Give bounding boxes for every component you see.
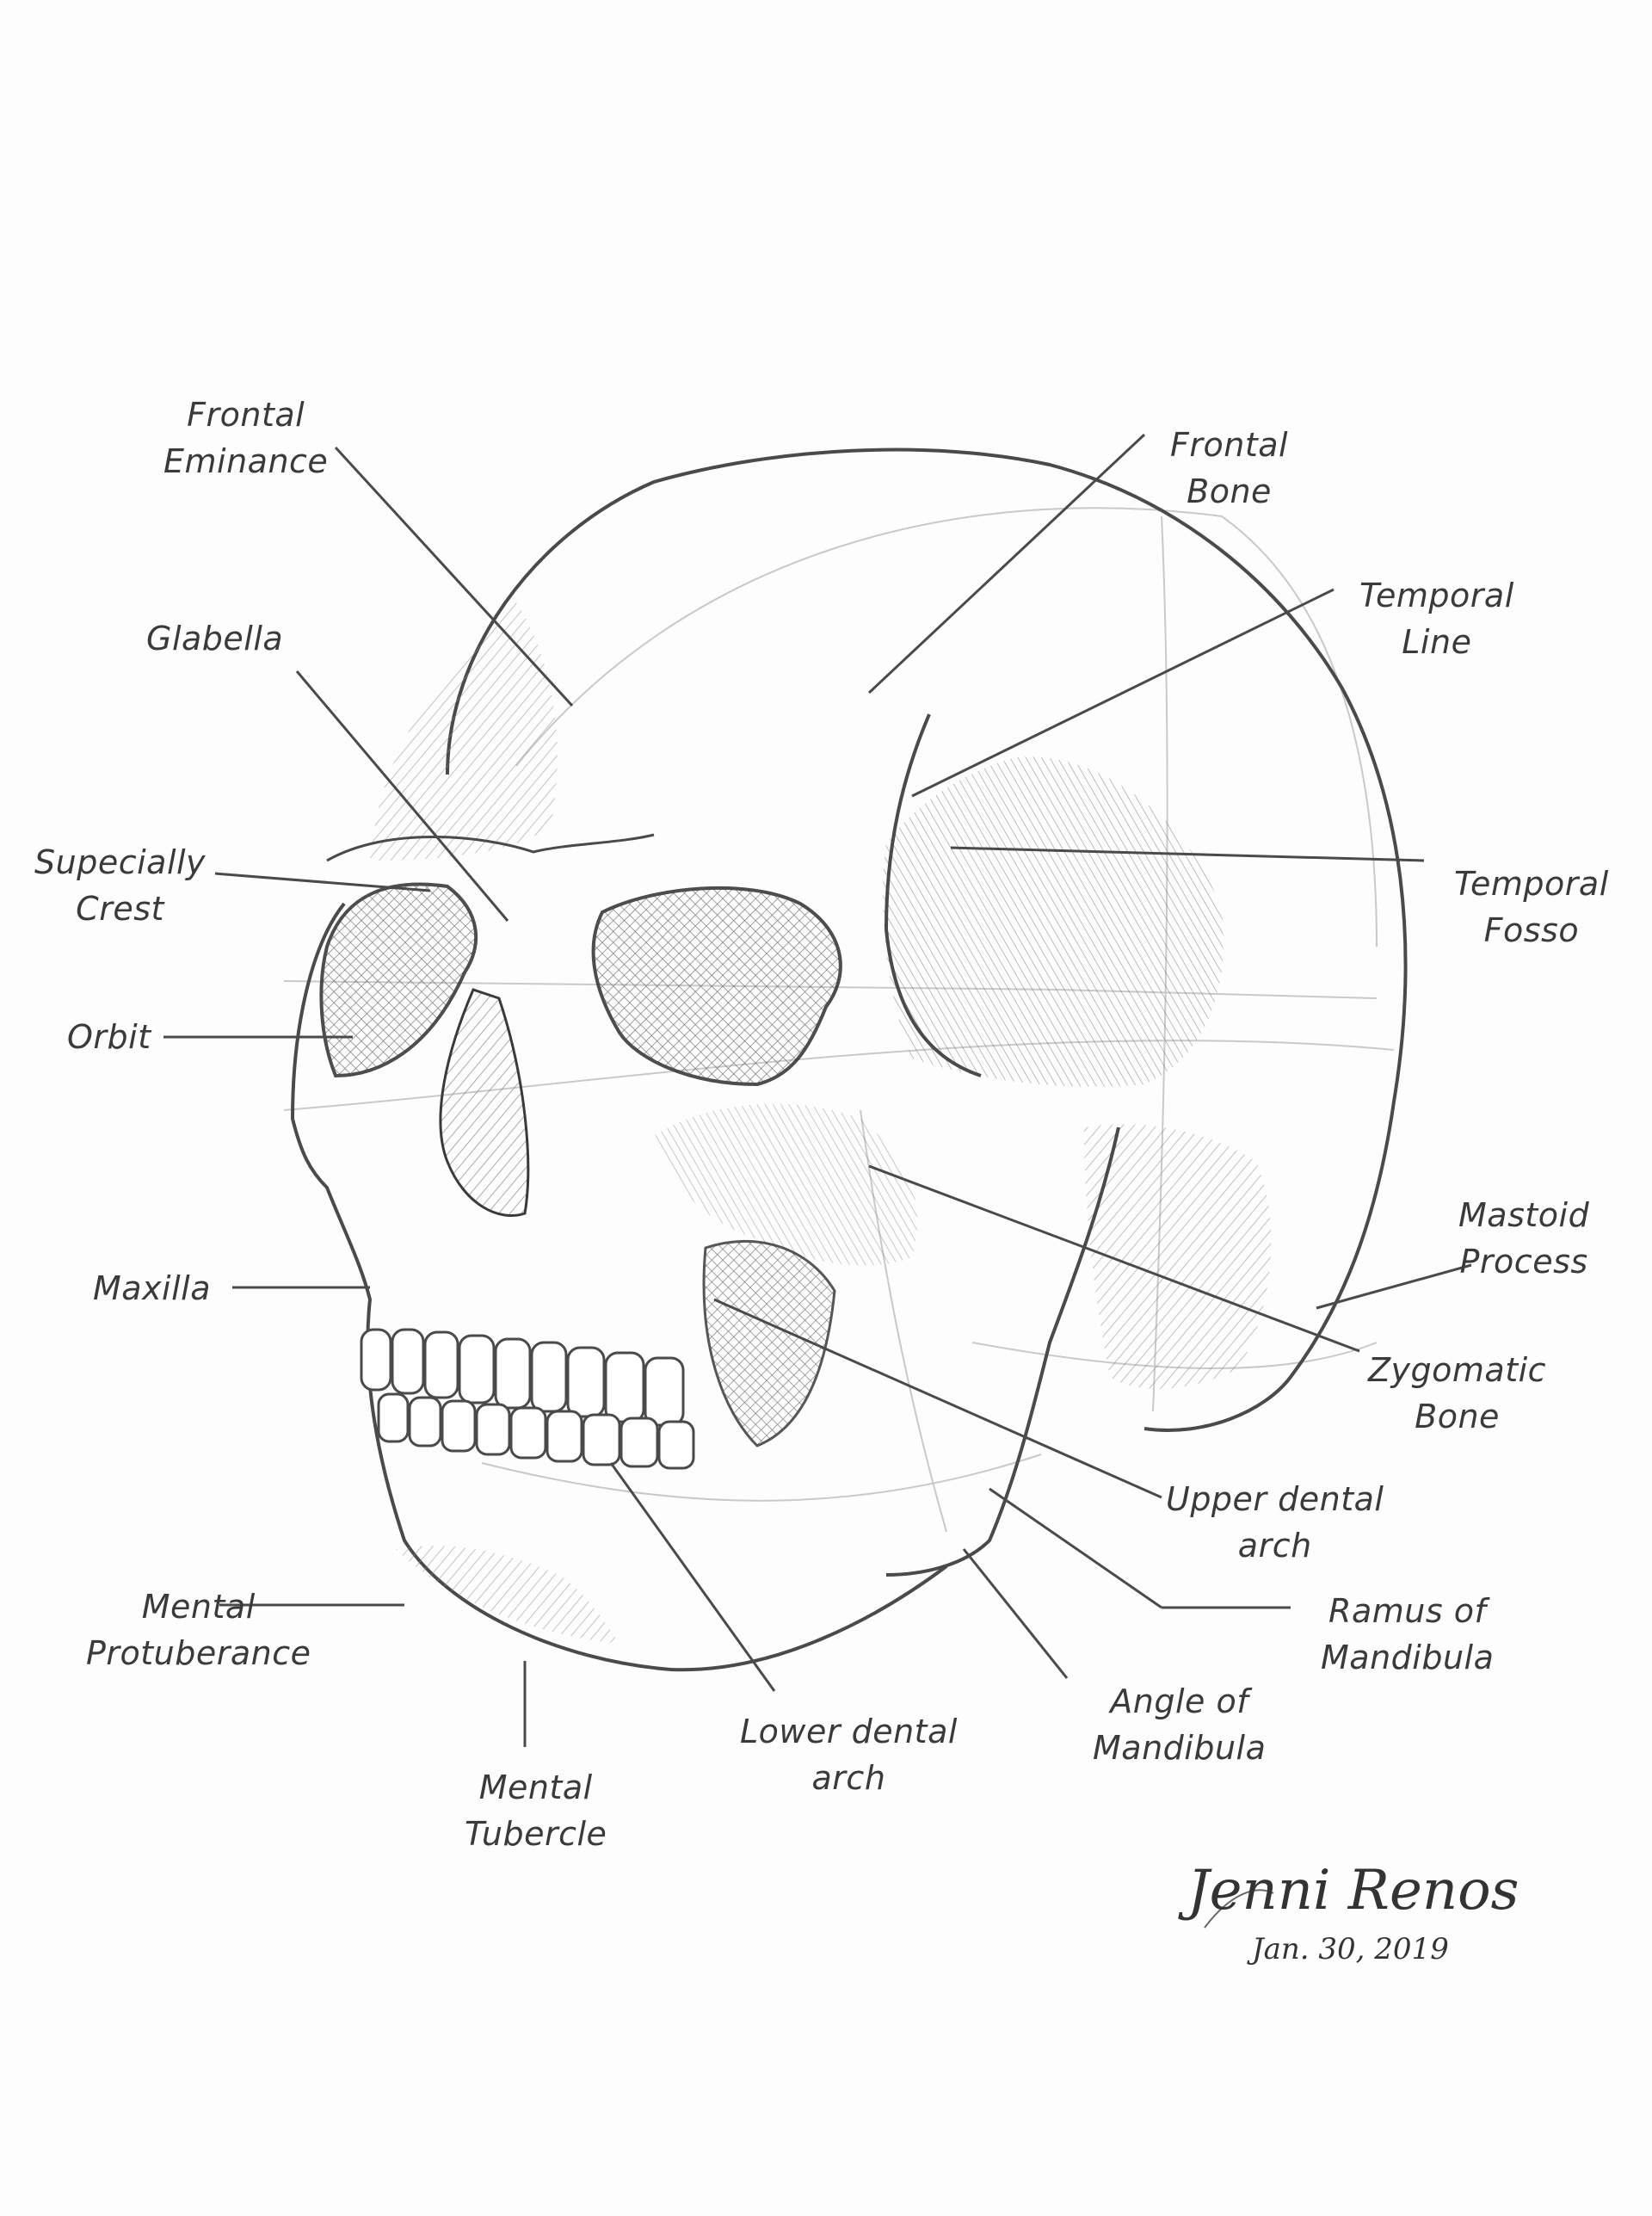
signature-date: Jan. 30, 2019 — [1252, 1932, 1449, 1966]
lower-teeth — [377, 1392, 695, 1470]
mandible — [885, 1127, 1120, 1577]
leader-lines — [163, 433, 1472, 1747]
right-orbit — [591, 886, 842, 1087]
face-outline — [290, 902, 948, 1672]
cranium-outline — [446, 448, 1408, 1432]
label-glabella: Glabella — [146, 620, 284, 657]
label-orbit: Orbit — [67, 1018, 151, 1056]
artist-signature: Jenni Renos — [1187, 1859, 1519, 1923]
label-maxilla: Maxilla — [93, 1269, 212, 1307]
upper-teeth — [360, 1328, 685, 1427]
nasal-cavity — [439, 988, 530, 1217]
